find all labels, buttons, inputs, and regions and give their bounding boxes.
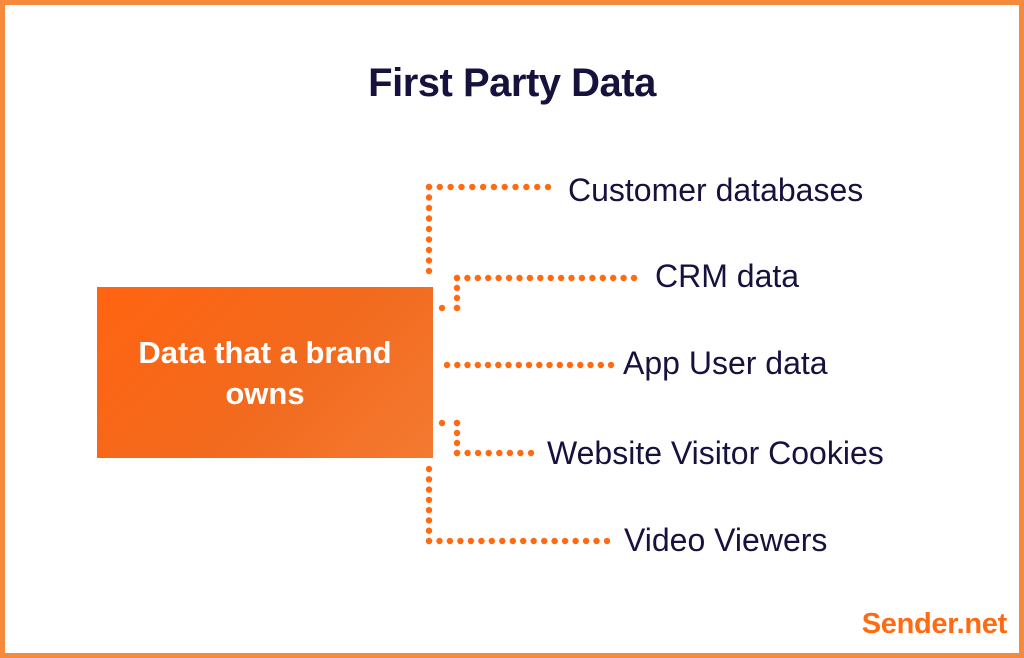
source-label: Data that a brand owns (138, 334, 392, 411)
connector-customer-databases (425, 183, 552, 275)
connector-lines (425, 183, 638, 545)
connector-video-viewers (425, 465, 611, 545)
connector-crm-data (438, 274, 638, 312)
item-website-visitor-cookies: Website Visitor Cookies (547, 435, 884, 471)
connector-app-user-data (443, 361, 615, 369)
item-video-viewers: Video Viewers (624, 522, 828, 558)
item-customer-databases: Customer databases (568, 172, 864, 208)
item-crm-data: CRM data (655, 258, 800, 294)
brand-logo: Sender.net (861, 608, 1008, 640)
diagram-title: First Party Data (368, 61, 656, 105)
item-app-user-data: App User data (623, 345, 828, 381)
connector-website-visitor-cookies (438, 419, 535, 457)
source-box: Data that a brand owns (97, 287, 433, 458)
